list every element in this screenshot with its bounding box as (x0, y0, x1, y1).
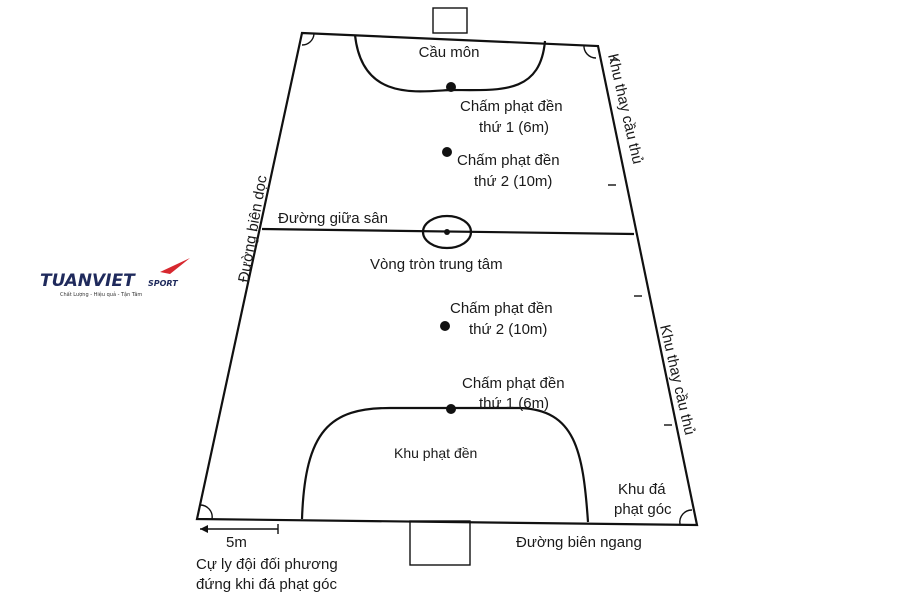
penalty-spot-2-top-label: Chấm phạt đền (457, 152, 560, 169)
corner-arc-bottom-left (199, 504, 213, 520)
center-circle (421, 214, 473, 250)
sub-zone-bottom-label: Khu thay cầu thủ (656, 323, 698, 437)
corner-zone-label: Khu đá (618, 481, 666, 498)
penalty-area-label: Khu phạt đền (394, 445, 477, 461)
logo-wordmark: TUANVIET (40, 271, 136, 291)
penalty-spot-1-bottom (446, 404, 456, 414)
penalty-spot-1-bottom-label: thứ 1 (6m) (479, 395, 549, 412)
penalty-spot-2-bottom-label: Chấm phạt đền (450, 300, 553, 317)
penalty-spot-1-top-label: thứ 1 (6m) (479, 119, 549, 136)
goal-line-label: Đường biên ngang (516, 534, 642, 551)
corner-distance-label: Cự ly đội đối phương (196, 556, 338, 573)
bottom-penalty-area (300, 406, 590, 523)
center-circle-label: Vòng tròn trung tâm (370, 256, 503, 273)
penalty-spot-1-bottom-label: Chấm phạt đền (462, 375, 565, 392)
tuanviet-sport-logo: TUANVIET SPORT Chất Lượng - Hiệu quả - T… (40, 258, 190, 298)
penalty-spot-2-bottom-label: thứ 2 (10m) (469, 321, 547, 338)
corner-arc-top-right (583, 44, 597, 59)
corner-arc-bottom-right (679, 509, 693, 525)
penalty-spot-1-top (446, 82, 456, 92)
bottom-goal (409, 520, 471, 566)
corner-distance-label: đứng khi đá phạt góc (196, 576, 337, 593)
goal-label: Cầu môn (419, 44, 480, 61)
penalty-spot-2-top (442, 147, 452, 157)
center-spot (444, 229, 450, 235)
penalty-spot-2-bottom (440, 321, 450, 331)
court-boundary (195, 31, 699, 527)
corner-arc-top-left (301, 33, 315, 46)
logo-tagline: Chất Lượng - Hiệu quả - Tận Tâm (60, 291, 142, 298)
penalty-spot-1-top-label: Chấm phạt đền (460, 98, 563, 115)
distance-label: 5m (226, 534, 247, 551)
penalty-spot-2-top-label: thứ 2 (10m) (474, 173, 552, 190)
logo-swoosh-icon (160, 258, 190, 274)
midline-label: Đường giữa sân (278, 210, 388, 227)
arrow-left-icon (200, 525, 208, 533)
corner-zone-label: phạt góc (614, 501, 672, 518)
top-goal (432, 7, 468, 34)
logo-sport: SPORT (148, 279, 178, 288)
